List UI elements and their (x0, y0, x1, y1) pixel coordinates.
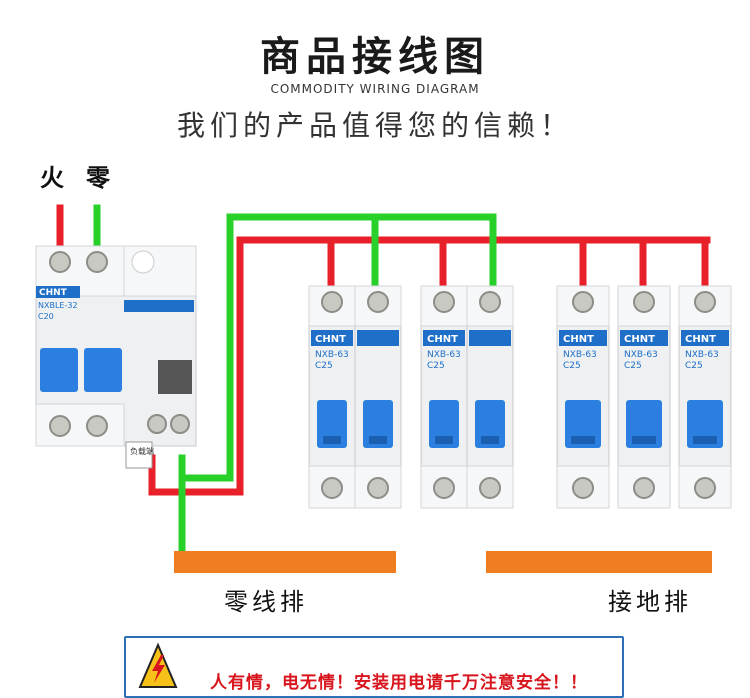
terminal-screw (321, 291, 343, 313)
neutral-busbar-label: 零线排 (224, 588, 308, 616)
terminal-screw (86, 251, 108, 273)
mcb_1p-rating: C25 (563, 361, 581, 371)
slogan: 我们的产品值得您的信赖！ (176, 109, 573, 142)
terminal-screw (433, 477, 455, 499)
terminal-screw (321, 477, 343, 499)
terminal-screw (367, 291, 389, 313)
mcb_2p-rating: C25 (427, 361, 445, 371)
mcb_1p-brand: CHNT (563, 334, 594, 345)
terminal-screw (367, 477, 389, 499)
terminal-screw (433, 291, 455, 313)
live-wire-label: 火 (40, 164, 64, 192)
mcb_1p-brand: CHNT (624, 334, 655, 345)
mcb_1p-rating: C25 (685, 361, 703, 371)
terminal-screw (147, 414, 167, 434)
live-trunk-wire (148, 236, 711, 496)
mcb_1p-rating: C25 (624, 361, 642, 371)
mcb_1p-brand: CHNT (685, 334, 716, 345)
terminal-screw (694, 477, 716, 499)
mcb_2p_right-module (354, 285, 402, 509)
terminal-screw (479, 477, 501, 499)
test-button (131, 250, 155, 274)
terminal-screw (49, 415, 71, 437)
neutral-wire-label: 零 (86, 164, 110, 192)
terminal-screw (479, 291, 501, 313)
warning-box (124, 636, 624, 698)
rcbo-rating: C20 (38, 312, 54, 321)
warning-icon (138, 642, 178, 688)
warning-text: 人有情，电无情！安装用电请千万注意安全！！ (210, 673, 588, 693)
mcb_1p-model: NXB-63 (624, 350, 658, 360)
terminal-screw (170, 414, 190, 434)
terminal-screw (694, 291, 716, 313)
page-subtitle: COMMODITY WIRING DIAGRAM (270, 82, 480, 96)
rcbo-model: NXBLE-32 (38, 301, 78, 310)
terminal-screw (572, 477, 594, 499)
mcb_2p-rating: C25 (315, 361, 333, 371)
rcbo-brand: CHNT (39, 288, 68, 298)
ground-busbar (486, 551, 712, 573)
mcb_1p-model: NXB-63 (563, 350, 597, 360)
mcb_2p-model: NXB-63 (427, 350, 461, 360)
page-title: 商品接线图 (260, 33, 490, 80)
terminal-screw (572, 291, 594, 313)
terminal-screw (86, 415, 108, 437)
rcbo-qr-code (158, 360, 192, 394)
mcb_2p-brand: CHNT (315, 334, 346, 345)
rcbo-handle-right (84, 348, 122, 392)
ground-busbar-label: 接地排 (608, 588, 692, 616)
mcb_2p_right-module (466, 285, 514, 509)
wires (56, 204, 711, 556)
rcbo-handle-left (40, 348, 78, 392)
neutral-busbar (174, 551, 396, 573)
rcbo-side-text: 负载端 (130, 446, 154, 456)
terminal-screw (633, 477, 655, 499)
rcbo-breaker: CHNT NXBLE-32 C20 负载端 (35, 245, 197, 469)
terminal-screw (49, 251, 71, 273)
mcb_2p-brand: CHNT (427, 334, 458, 345)
mcb_1p-model: NXB-63 (685, 350, 719, 360)
mcb_2p-model: NXB-63 (315, 350, 349, 360)
terminal-screw (633, 291, 655, 313)
